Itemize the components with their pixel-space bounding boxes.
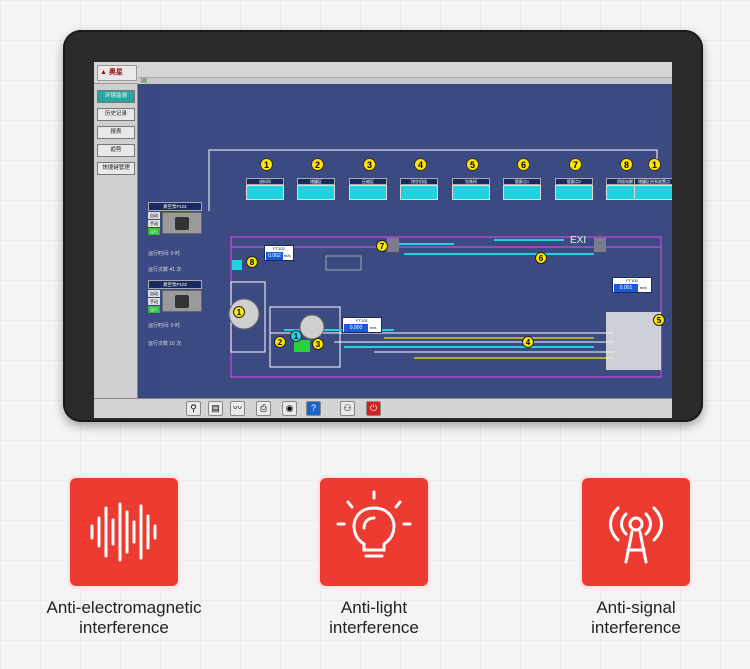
sensor-name: 排空机组	[400, 178, 438, 185]
sensor-block[interactable]: 3 压缩区	[349, 158, 387, 204]
sensor-reading-box	[400, 185, 438, 200]
nav-sidebar: 环境监测 历史记录 报表 趋势 快捷键管理	[94, 84, 138, 398]
exit-label: EXI	[570, 235, 587, 246]
sensor-block[interactable]: 6 管廊点1	[503, 158, 541, 204]
flowmeter-ft103: FT103 0.001 m/s	[612, 277, 652, 293]
power-icon[interactable]: ⏻	[366, 401, 381, 416]
sensor-number-badge: 5	[466, 158, 479, 171]
sensor-name: 进料间	[246, 178, 284, 185]
flowmeter-ft101: FT101 0.000 m/s	[342, 317, 382, 333]
sensor-number-badge: 6	[517, 158, 530, 171]
sensor-number-badge: 1	[648, 158, 661, 171]
nav-shortcut[interactable]: 快捷键管理	[97, 162, 135, 175]
sensor-reading-box	[246, 185, 284, 200]
window-toolbar	[138, 77, 672, 84]
help-icon[interactable]: ?	[306, 401, 321, 416]
sensor-number-badge: 7	[569, 158, 582, 171]
key-tool-icon[interactable]: ⚲	[186, 401, 201, 416]
sensor-block[interactable]: 4 排空机组	[400, 158, 438, 204]
feature-card-signal	[582, 478, 690, 586]
sensor-reading-box	[503, 185, 541, 200]
sensor-reading-box	[297, 185, 335, 200]
sensor-name: 储罐区热泵放置点	[634, 178, 672, 185]
sensor-block[interactable]: 1 进料间	[246, 158, 284, 204]
notes-icon[interactable]: ▤	[208, 401, 223, 416]
nav-report[interactable]: 报表	[97, 126, 135, 139]
sensor-number-badge: 2	[311, 158, 324, 171]
pump-p101-manual[interactable]: 手动	[148, 220, 160, 227]
map-marker[interactable]: 7	[376, 240, 388, 252]
map-marker[interactable]: 8	[246, 256, 258, 268]
sensor-reading-box	[452, 185, 490, 200]
pump-p102-count: 运行次数 16 次	[148, 341, 182, 347]
pump-p101-auto[interactable]: 自动	[148, 212, 160, 219]
pump-p101-count: 运行次数 41 次	[148, 267, 182, 273]
sensor-name: 管廊点2	[555, 178, 593, 185]
company-logo: ▲ 奥星	[97, 65, 137, 81]
hmi-bottom-toolbar: ⚲ ▤ 〰 ⎙ ◉ ? ⚇ ⏻	[94, 398, 672, 418]
pump-p101-image	[162, 212, 202, 234]
map-marker[interactable]: 1	[290, 330, 302, 342]
alarm-icon[interactable]: ◉	[282, 401, 297, 416]
pump-p101-label: 真空泵P101	[148, 202, 202, 211]
sensor-reading-box	[555, 185, 593, 200]
tablet-device: ▲ 奥星 环境监测 历史记录 报表 趋势 快捷键管理 真空泵P101 自动 手动…	[63, 30, 703, 422]
plant-floor-diagram	[208, 149, 662, 378]
pump-p102-run[interactable]: 运行	[148, 306, 160, 313]
map-marker[interactable]: 4	[522, 336, 534, 348]
sensor-number-badge: 4	[414, 158, 427, 171]
map-marker[interactable]: 1	[233, 306, 245, 318]
map-marker[interactable]: 5	[653, 314, 665, 326]
sensor-number-badge: 3	[363, 158, 376, 171]
feature-card-light	[320, 478, 428, 586]
hmi-screen: ▲ 奥星 环境监测 历史记录 报表 趋势 快捷键管理 真空泵P101 自动 手动…	[94, 62, 672, 418]
nav-trend[interactable]: 趋势	[97, 144, 135, 157]
signal-tower-icon	[609, 506, 663, 564]
sensor-name: 包装间	[452, 178, 490, 185]
pump-p102-image	[162, 290, 202, 312]
feature-card-electromagnetic	[70, 478, 178, 586]
pump-p102-auto[interactable]: 自动	[148, 290, 160, 297]
sensor-block[interactable]: 2 储罐区	[297, 158, 335, 204]
left-panel	[138, 84, 166, 398]
pump-p101-runtime: 运行时间: 0 时	[148, 251, 180, 257]
sensor-name: 储罐区	[297, 178, 335, 185]
pump-p101-run[interactable]: 运行	[148, 228, 160, 235]
pump-p102-runtime: 运行时间: 0 时	[148, 323, 180, 329]
sensor-number-badge: 1	[260, 158, 273, 171]
nav-env-monitor[interactable]: 环境监测	[97, 90, 135, 103]
users-icon[interactable]: ⚇	[340, 401, 355, 416]
waveform-icon	[90, 502, 157, 562]
sensor-block[interactable]: 1 储罐区热泵放置点	[634, 158, 672, 204]
pump-p102-manual[interactable]: 手动	[148, 298, 160, 305]
sensor-number-badge: 8	[620, 158, 633, 171]
sensor-reading-box	[634, 185, 672, 200]
sensor-block[interactable]: 7 管廊点2	[555, 158, 593, 204]
nav-history[interactable]: 历史记录	[97, 108, 135, 121]
sensor-block[interactable]: 5 包装间	[452, 158, 490, 204]
map-marker[interactable]: 3	[312, 338, 324, 350]
map-marker[interactable]: 6	[535, 252, 547, 264]
print-icon[interactable]: ⎙	[256, 401, 271, 416]
map-marker[interactable]: 2	[274, 336, 286, 348]
sensor-name: 管廊点1	[503, 178, 541, 185]
pump-p102-label: 真空泵P102	[148, 280, 202, 289]
folder-icon	[141, 78, 147, 83]
sensor-name: 压缩区	[349, 178, 387, 185]
flowmeter-ft102: FT102 0.062 m/s	[264, 245, 294, 261]
logo-text: 奥星	[108, 69, 123, 76]
trend-chart-icon[interactable]: 〰	[230, 401, 245, 416]
sensor-reading-box	[349, 185, 387, 200]
lightbulb-icon	[336, 490, 412, 558]
